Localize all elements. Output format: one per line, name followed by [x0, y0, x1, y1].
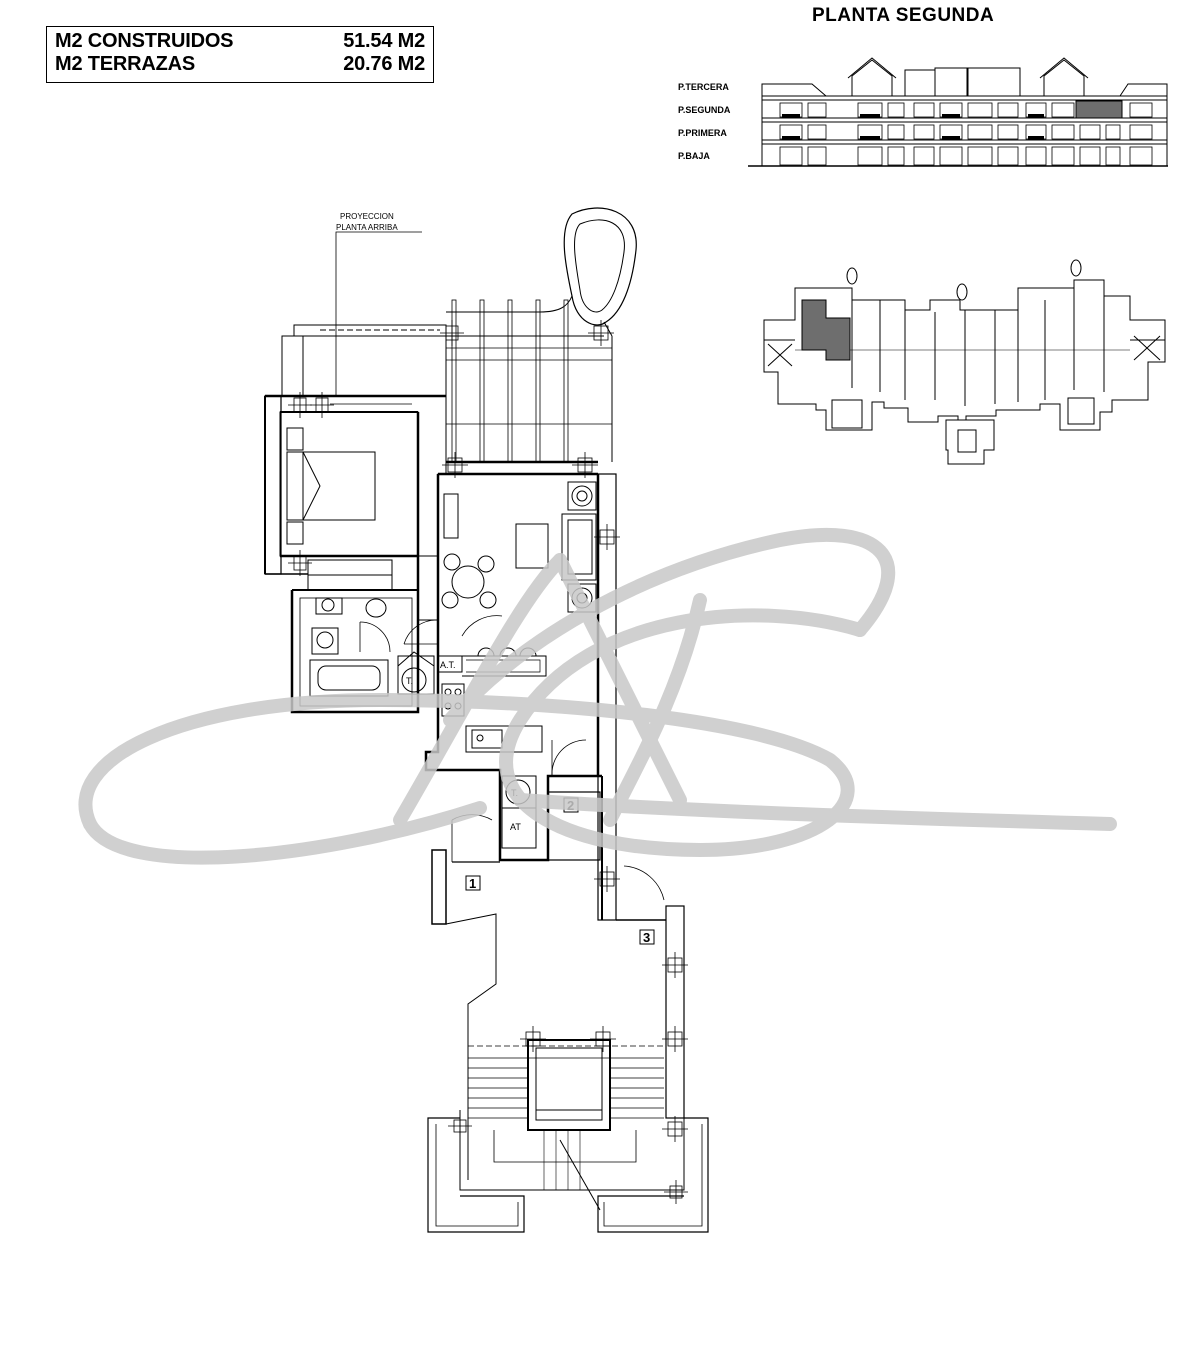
- highlighted-unit-key-plan: [801, 299, 851, 361]
- projection-label-1: PROYECCION: [340, 212, 394, 221]
- water-heater-label: T.: [406, 676, 413, 686]
- surface-area-box: M2 CONSTRUIDOS 51.54 M2 M2 TERRAZAS 20.7…: [46, 26, 434, 83]
- built-area-label: M2 CONSTRUIDOS: [55, 30, 234, 52]
- room-number-3: 3: [643, 930, 650, 945]
- facade-elevation: [748, 57, 1168, 167]
- terrace-area-label: M2 TERRAZAS: [55, 53, 196, 75]
- built-area-row: M2 CONSTRUIDOS 51.54 M2: [55, 30, 425, 53]
- highlighted-unit-elevation: [1075, 100, 1123, 119]
- key-plan: [763, 259, 1166, 465]
- terrace-area-value: 20.76 M2: [343, 53, 425, 75]
- level-label-second: P.SEGUNDA: [678, 105, 731, 115]
- projection-label-2: PLANTA ARRIBA: [336, 223, 398, 232]
- terrace-area-row: M2 TERRAZAS 20.76 M2: [55, 53, 425, 76]
- level-label-third: P.TERCERA: [678, 82, 729, 92]
- level-labels: P.TERCERA P.SEGUNDA P.PRIMERA P.BAJA: [678, 82, 730, 174]
- at-label-1: A.T.: [440, 660, 456, 670]
- floor-title: PLANTA SEGUNDA: [812, 5, 995, 26]
- level-label-ground: P.BAJA: [678, 151, 710, 161]
- level-label-first: P.PRIMERA: [678, 128, 727, 138]
- built-area-value: 51.54 M2: [343, 30, 425, 52]
- room-number-1: 1: [469, 876, 476, 891]
- watermark-logo: [78, 527, 1117, 865]
- at-label-2: AT: [510, 822, 521, 832]
- floor-plan: PROYECCION PLANTA ARRIBA: [264, 207, 709, 1233]
